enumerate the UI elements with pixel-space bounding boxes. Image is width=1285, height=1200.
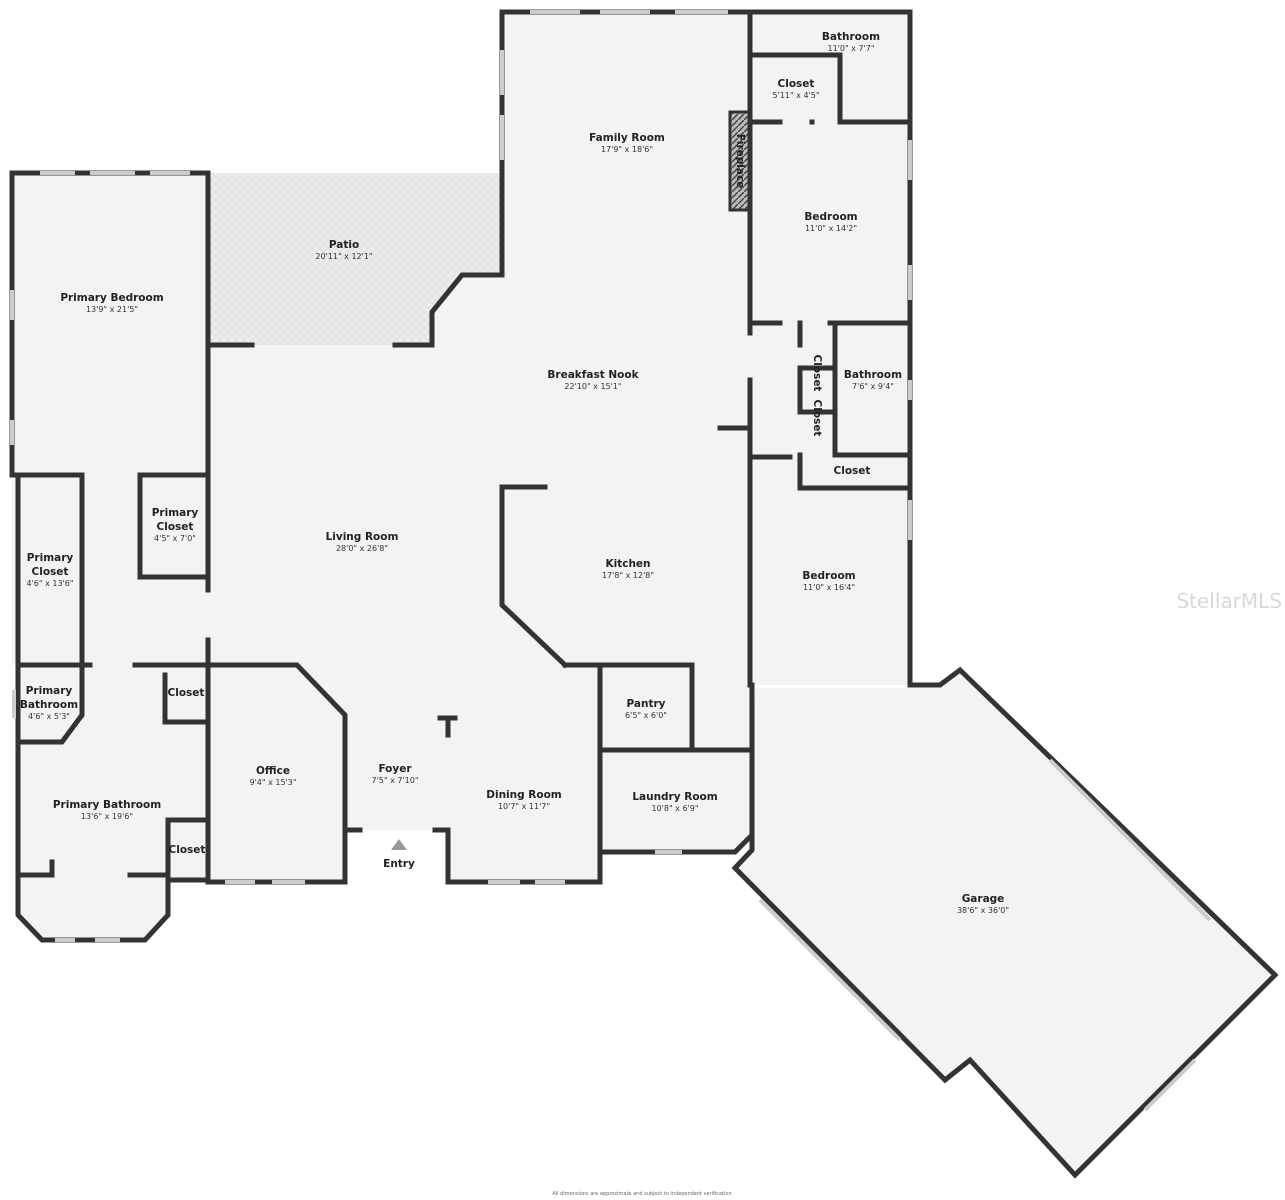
room-name: Closet — [778, 78, 815, 90]
room-dims: 28'0" x 26'8" — [336, 544, 388, 553]
room-name: Patio — [329, 239, 359, 251]
room-dims: 10'8" x 6'9" — [651, 804, 698, 813]
room-dims: 6'5" x 6'0" — [625, 711, 667, 720]
room-dims: 4'6" x 13'6" — [26, 579, 73, 588]
room-dims: 7'5" x 7'10" — [371, 776, 418, 785]
room-name: Primary Bathroom — [53, 799, 161, 811]
windows — [10, 10, 1212, 1112]
room-dims: 11'0" x 14'2" — [805, 224, 857, 233]
entry-label: Entry — [383, 858, 415, 870]
room-name: Pantry — [626, 698, 665, 710]
garage-floor — [735, 670, 1275, 1175]
room-name: Family Room — [589, 132, 665, 144]
room-name: Primary — [152, 507, 199, 519]
room-dims: 7'6" x 9'4" — [852, 382, 894, 391]
room-name: Closet — [32, 566, 69, 578]
room-name: Primary — [27, 552, 74, 564]
room-name: Laundry Room — [632, 791, 717, 803]
room-dims: 13'6" x 19'6" — [81, 812, 133, 821]
watermark: StellarMLS — [1176, 589, 1282, 613]
room-name: Primary — [26, 685, 73, 697]
room-name: Breakfast Nook — [547, 369, 639, 381]
room-name: Dining Room — [486, 789, 562, 801]
room-name: Closet — [157, 521, 194, 533]
patio-area — [208, 173, 502, 345]
disclaimer: All dimensions are approximate and subje… — [552, 1191, 731, 1197]
room-dims: 4'5" x 7'0" — [154, 534, 196, 543]
room-name: Bedroom — [802, 570, 855, 582]
room-name: Primary Bedroom — [60, 292, 163, 304]
room-name: Closet — [834, 465, 871, 477]
room-dims: 38'6" x 36'0" — [957, 906, 1009, 915]
room-dims: 11'0" x 16'4" — [803, 583, 855, 592]
room-dims: 10'7" x 11'7" — [498, 802, 550, 811]
room-name: Closet — [169, 844, 206, 856]
room-labels: Bathroom 11'0" x 7'7" Closet 5'11" x 4'5… — [20, 31, 1009, 915]
entry-arrow-icon — [391, 839, 407, 850]
room-dims: 11'0" x 7'7" — [827, 44, 874, 53]
room-name: Kitchen — [605, 558, 650, 570]
room-name: Bathroom — [844, 369, 902, 381]
room-dims: 22'10" x 15'1" — [564, 382, 621, 391]
room-dims: 20'11" x 12'1" — [315, 252, 372, 261]
walls — [9, 9, 1279, 1179]
room-dims: 17'9" x 18'6" — [601, 145, 653, 154]
room-name: Bathroom — [822, 31, 880, 43]
room-name: Fireplace — [734, 134, 746, 189]
room-name: Foyer — [378, 763, 412, 775]
room-dims: 5'11" x 4'5" — [772, 91, 819, 100]
room-name: Office — [256, 765, 290, 777]
room-name: Closet — [811, 355, 823, 392]
room-dims: 17'8" x 12'8" — [602, 571, 654, 580]
house-floor — [12, 12, 910, 940]
room-name: Garage — [962, 893, 1005, 905]
room-name: Bedroom — [804, 211, 857, 223]
room-dims: 9'4" x 15'3" — [249, 778, 296, 787]
room-dims: 13'9" x 21'5" — [86, 305, 138, 314]
room-name: Closet — [811, 400, 823, 437]
room-name: Living Room — [326, 531, 399, 543]
room-name: Closet — [168, 687, 205, 699]
room-name: Bathroom — [20, 699, 78, 711]
room-dims: 4'6" x 5'3" — [28, 712, 70, 721]
